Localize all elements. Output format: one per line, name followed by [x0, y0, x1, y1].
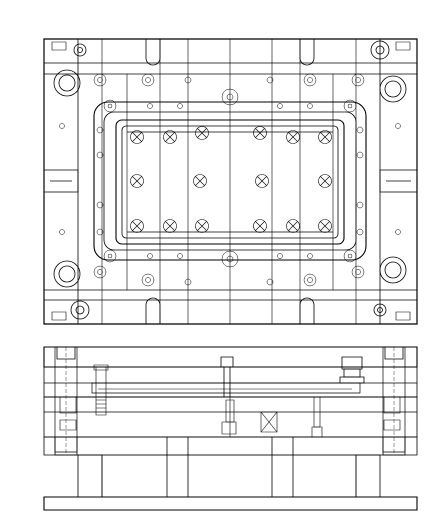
part-profile — [92, 383, 360, 393]
top-slot-left — [146, 39, 160, 65]
cavity-outer-frame — [94, 102, 366, 260]
spacer-block-left — [78, 455, 102, 497]
bottom-slot-right — [300, 298, 314, 324]
left-guide-pillar — [55, 347, 77, 455]
cavity-plate — [44, 367, 417, 397]
sprue-bushing — [221, 357, 233, 397]
core-plate — [44, 397, 417, 437]
center-support-box — [261, 412, 277, 432]
cavity-inner-frame — [116, 120, 344, 244]
bottom-slot-left — [146, 298, 160, 324]
corner-pins — [71, 41, 389, 319]
right-small-pin — [312, 397, 322, 437]
guide-bushing-icon — [54, 261, 80, 287]
left-return-pin — [94, 365, 108, 415]
ejector-rod — [222, 397, 236, 437]
spacer-block-right — [356, 455, 380, 497]
guide-bushing-icon — [380, 76, 406, 102]
guide-bushings — [54, 70, 406, 287]
left-side-block — [44, 170, 78, 192]
plate-bolts — [60, 74, 401, 286]
right-guide-pillar — [383, 347, 405, 455]
vertical-section-lines — [102, 39, 356, 324]
guide-bushing-icon — [54, 70, 80, 96]
guide-bushing-icon — [380, 257, 406, 283]
outer-plate-outline — [44, 39, 417, 324]
bottom-clamp-plate — [44, 497, 417, 510]
top-slot-right — [300, 39, 314, 65]
frame-screw-holes — [97, 89, 363, 267]
right-top-fitting — [340, 357, 364, 383]
plan-view — [44, 39, 417, 324]
side-section-view — [44, 347, 417, 510]
right-side-block — [380, 170, 417, 192]
support-plate — [44, 437, 417, 455]
ejector-pin-markers — [131, 127, 332, 233]
